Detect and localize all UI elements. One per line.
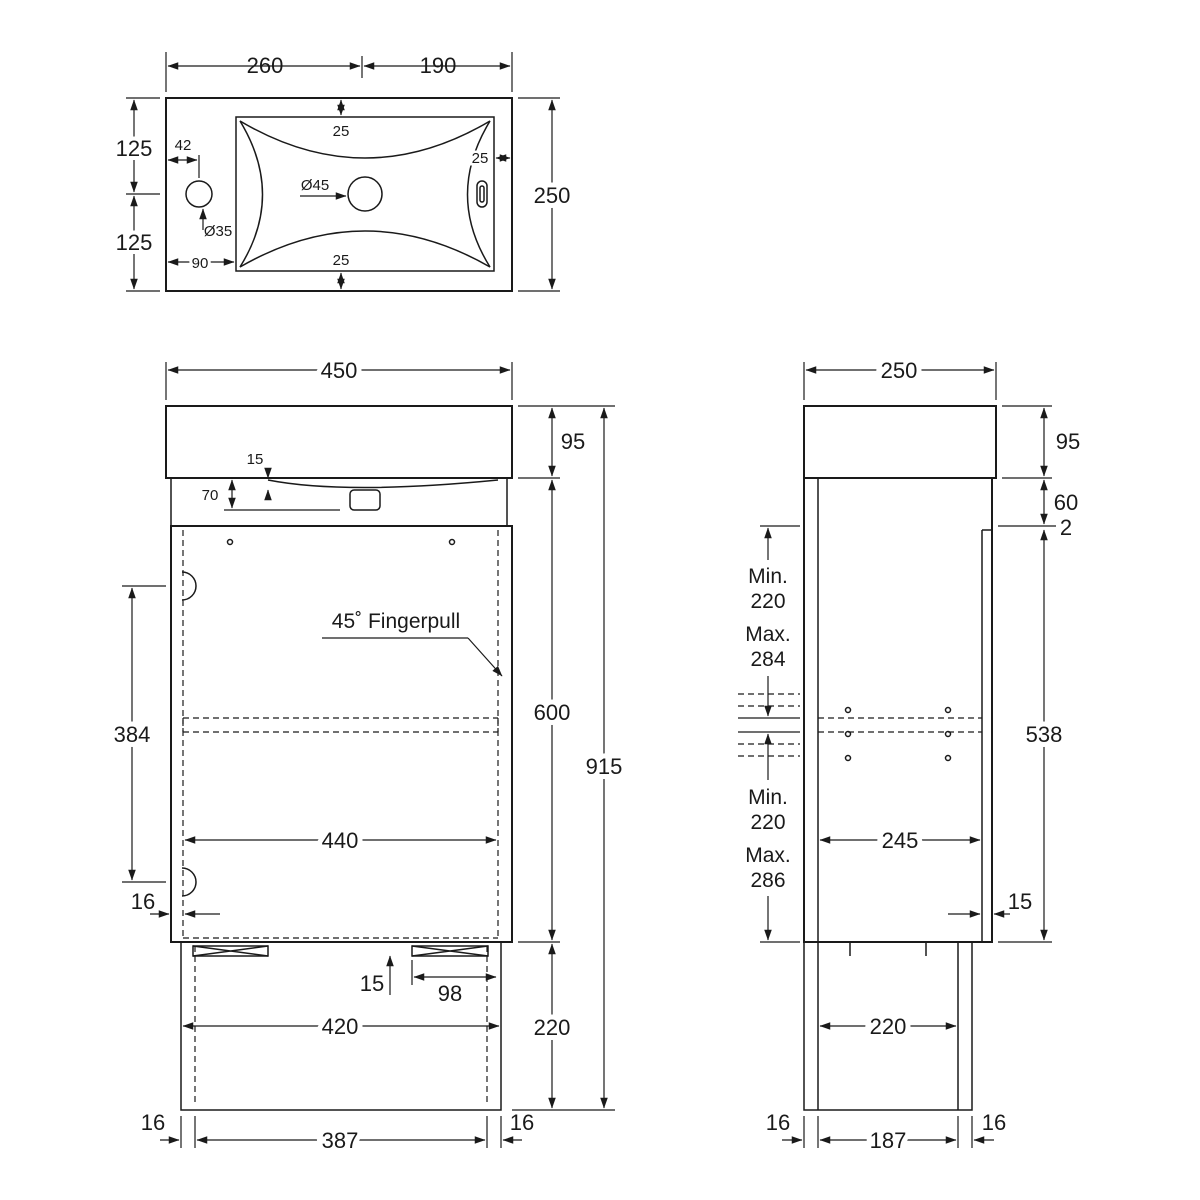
dim-waste-diameter: Ø45	[301, 177, 329, 194]
dim-front-overall-width: 450	[321, 358, 358, 383]
dim-leg-right-thickness: 16	[510, 1110, 534, 1135]
hinge-icon	[181, 571, 197, 601]
bowl-outline	[235, 116, 495, 272]
bowl-curve	[239, 120, 491, 268]
shelf-lower-min-value: 220	[750, 811, 785, 834]
dim-plan-bottom-half: 125	[116, 230, 153, 255]
front-cabinet	[170, 525, 513, 943]
dim-tap-offset-top: 42	[175, 137, 192, 154]
dim-front-overall-height: 915	[586, 754, 623, 779]
front-waste-trap	[349, 489, 381, 511]
shelf-upper-max-value: 284	[750, 648, 785, 671]
dim-front-side-thickness: 16	[131, 889, 155, 914]
side-basin	[803, 405, 997, 479]
dim-side-leg-clear-depth: 187	[870, 1128, 907, 1153]
side-legs	[803, 941, 973, 1111]
shelf-upper-min-value: 220	[750, 590, 785, 613]
dim-hinge-spacing: 384	[114, 722, 151, 747]
shelf-lower-min-label: Min.	[748, 786, 788, 809]
tap-hole	[185, 180, 213, 208]
shelf-upper-min-label: Min.	[748, 565, 788, 588]
front-view: 450 95 600 220 915 384 440 16 15 70	[109, 353, 628, 1158]
side-cabinet	[803, 477, 993, 943]
dim-foot-width: 98	[438, 981, 462, 1006]
dim-side-rail-height: 60	[1054, 490, 1078, 515]
dim-waste-trap-top: 15	[247, 451, 264, 468]
dim-front-legs-height: 220	[534, 1015, 571, 1040]
fingerpull-callout: 45˚ Fingerpull	[332, 610, 460, 633]
dim-bowl-margin-bottom: 25	[333, 252, 350, 269]
dim-leg-inner-width: 420	[322, 1014, 359, 1039]
plan-view: 260 190 125 125 250 42 90 Ø35 Ø45 25 25 …	[112, 52, 575, 292]
dim-front-inner-width: 440	[322, 828, 359, 853]
dim-side-leg-front-thickness: 16	[766, 1110, 790, 1135]
dim-side-gap: 2	[1060, 515, 1072, 540]
front-legs	[180, 941, 502, 1111]
dim-foot-offset: 15	[360, 971, 384, 996]
dim-side-inner-depth: 245	[882, 828, 919, 853]
dim-plan-left-width: 260	[247, 53, 284, 78]
overflow-slot	[476, 180, 488, 208]
dim-side-legs-depth: 220	[870, 1014, 907, 1039]
dim-bowl-margin-right: 25	[472, 150, 489, 167]
front-basin	[165, 405, 513, 479]
dim-plan-right-width: 190	[420, 53, 457, 78]
dim-front-cabinet-height: 600	[534, 700, 571, 725]
dim-side-basin-height: 95	[1056, 429, 1080, 454]
overflow-slot-inner	[479, 185, 485, 203]
dim-bowl-margin-top: 25	[333, 123, 350, 140]
dim-plan-top-half: 125	[116, 136, 153, 161]
dim-side-shelf-height: 538	[1026, 722, 1063, 747]
shelf-lower-max-value: 286	[750, 869, 785, 892]
dim-plan-total-depth: 250	[534, 183, 571, 208]
dim-side-leg-back-thickness: 16	[982, 1110, 1006, 1135]
dim-leg-left-thickness: 16	[141, 1110, 165, 1135]
basin-outline	[165, 97, 513, 292]
dim-waste-trap-depth: 70	[202, 487, 219, 504]
shelf-lower-max-label: Max.	[745, 844, 791, 867]
hinge-icon	[181, 867, 197, 897]
dim-front-basin-height: 95	[561, 429, 585, 454]
shelf-upper-max-label: Max.	[745, 623, 791, 646]
waste-hole	[347, 176, 383, 212]
side-view: 250 95 60 2 538 Min. 220 Max. 284 Min. 2…	[738, 353, 1080, 1158]
dim-leg-clear-width: 387	[322, 1128, 359, 1153]
front-bowl-profile	[267, 479, 499, 489]
dim-side-back-panel: 15	[1008, 889, 1032, 914]
dim-tap-diameter: Ø35	[204, 223, 232, 240]
dim-tap-offset-left: 90	[192, 255, 209, 272]
dim-side-overall-depth: 250	[881, 358, 918, 383]
front-rail	[170, 477, 508, 527]
